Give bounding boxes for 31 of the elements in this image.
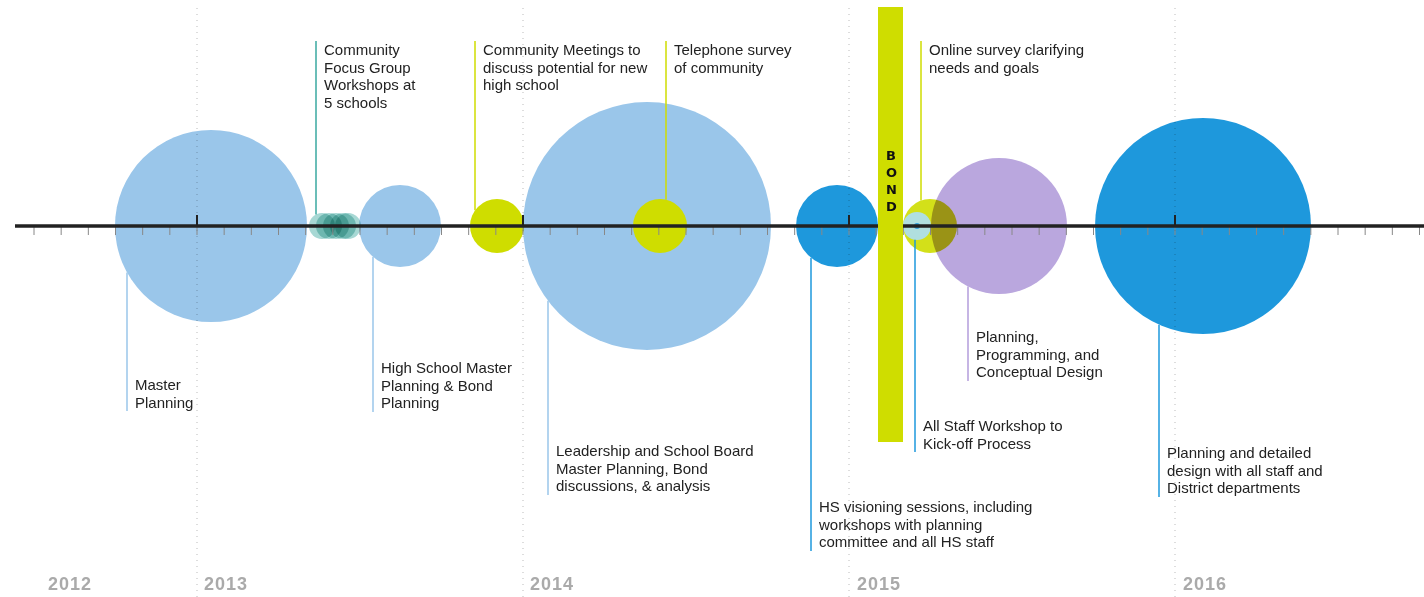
annotation-text: Community Meetings to discuss potential for new high school [475,41,649,94]
year-label: 2015 [857,574,902,595]
leader-line [474,40,476,212]
year-label: 2013 [204,574,249,595]
event-circle [470,199,524,253]
annotation-text: Online survey clarifying needs and goals [921,41,1106,76]
annotation-text: HS visioning sessions, including workshops with planning committee and all HS staff [811,498,1049,551]
year-label: 2016 [1183,574,1228,595]
event-circle [335,213,361,239]
leader-line [372,256,374,413]
leader-line [810,256,812,552]
leader-line [315,40,317,216]
annotation-text: Telephone survey of community [666,41,802,76]
leader-line [914,239,916,453]
year-label: 2012 [48,574,93,595]
leader-line [967,285,969,382]
annotation-text: Master Planning [127,376,217,411]
leader-line [665,40,667,201]
annotation-text: Planning, Programming, and Conceptual Design [968,328,1118,381]
year-label: 2014 [530,574,575,595]
bond-bar [878,7,903,442]
annotation-text: Community Focus Group Workshops at 5 schools [316,41,422,111]
bar-label: BOND [885,147,899,215]
annotation-text: Planning and detailed design with all staff and District departments [1159,444,1344,497]
annotation-text: High School Master Planning & Bond Planning [373,359,528,412]
leader-line [920,40,922,202]
annotation-text: Leadership and School Board Master Planning, Bond discussions, & analysis [548,442,773,495]
leader-line [547,299,549,496]
leader-line [126,271,128,412]
leader-line [1158,323,1160,498]
annotation-text: All Staff Workshop to Kick-off Process [915,417,1085,452]
